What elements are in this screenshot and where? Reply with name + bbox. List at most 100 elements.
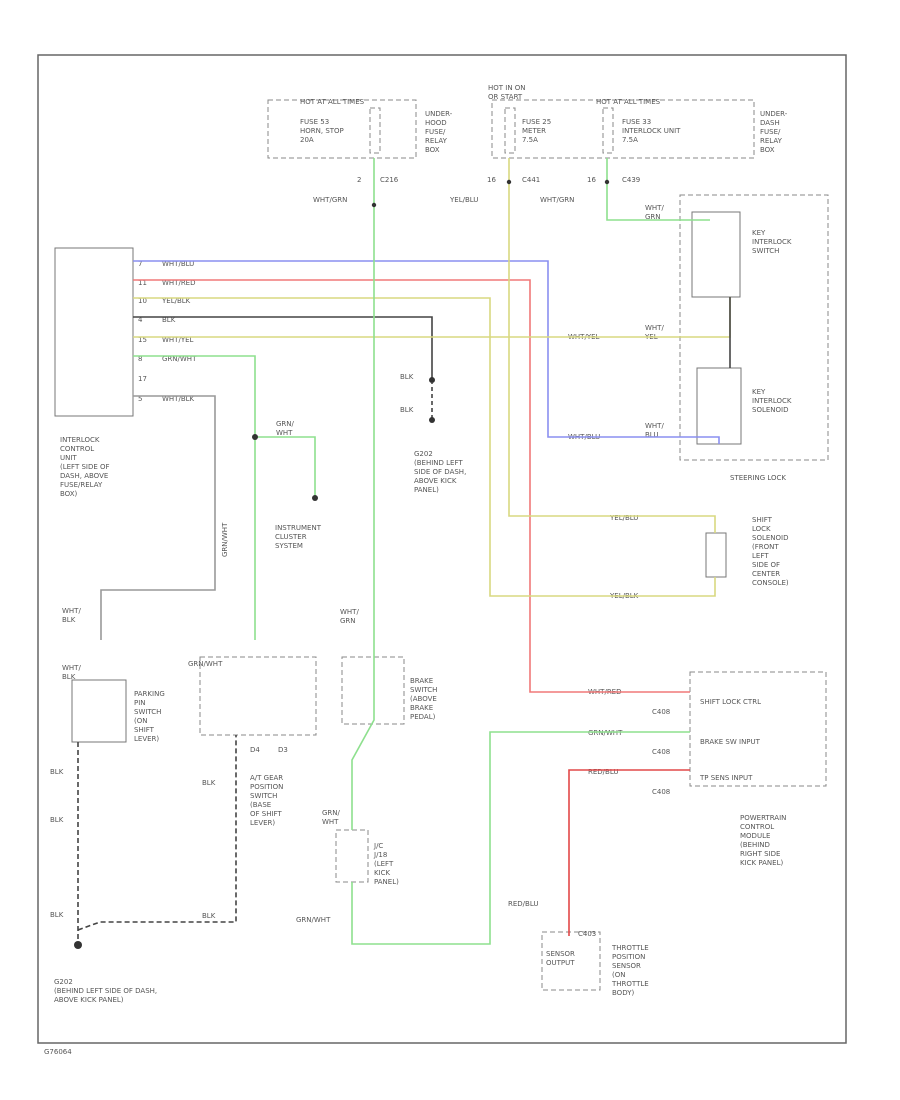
wire-grn-wht-pcm xyxy=(351,731,690,945)
pcm-c-b-label: C408 xyxy=(652,748,670,756)
pcm-brake-label: BRAKE SW INPUT xyxy=(700,738,761,746)
diagram-border xyxy=(37,54,847,1044)
grn-wht-jb-label: GRN/WHT xyxy=(322,809,341,826)
underdash-fuse-box xyxy=(491,99,755,159)
wht-yel-key-2-label: WHT/YEL xyxy=(644,324,664,341)
blk-gear-label: BLK xyxy=(202,779,216,787)
c439-label: C439 xyxy=(622,176,640,184)
gear-position-switch xyxy=(199,656,317,736)
terminal-0 xyxy=(371,202,377,208)
terminal-4 xyxy=(604,179,610,185)
wire-red-blu-pcm xyxy=(568,769,690,936)
yel-blu-shift-label: YEL/BLU xyxy=(609,514,638,522)
blk-g202a-label: BLK xyxy=(400,373,414,381)
red-blu-pcm-label: RED/BLU xyxy=(588,768,619,776)
tp-c-label: C403 xyxy=(578,930,596,938)
wire-grn-wht-cluster xyxy=(255,436,316,498)
interlock-control-unit xyxy=(54,247,134,417)
hot-always-2-label: HOT AT ALL TIMES xyxy=(596,98,661,106)
blk-left-3-label: BLK xyxy=(50,911,64,919)
icu-wire-6: GRN/WHT xyxy=(162,355,197,363)
grn-wht-bottom-label: GRN/WHT xyxy=(296,916,331,924)
icu-wire-3: YEL/BLK xyxy=(161,297,191,305)
wire-yel-blu-top xyxy=(508,158,716,533)
wires xyxy=(74,158,731,949)
blk-left-1-label: BLK xyxy=(50,768,64,776)
icu-pin-8: 5 xyxy=(138,395,142,403)
g202-lower xyxy=(74,941,82,949)
wire-wht-blk xyxy=(100,395,216,640)
icu-wire-1: WHT/BLU xyxy=(162,260,194,268)
joint-connector xyxy=(335,829,369,883)
icu-wire-4: BLK xyxy=(162,316,176,324)
wire-yel-blk xyxy=(133,297,716,597)
red-blu-tp-label: RED/BLU xyxy=(508,900,539,908)
icu-pin-6: 8 xyxy=(138,355,142,363)
grn-wht-cluster-label: GRN/WHT xyxy=(276,420,295,437)
terminal-3 xyxy=(506,179,512,185)
wire-grn-wht xyxy=(133,355,256,640)
wht-blk-park-2-label: WHT/BLK xyxy=(62,664,81,681)
terminal-1 xyxy=(429,377,435,383)
icu-pin-2: 11 xyxy=(138,279,147,287)
gear-d3-label: D3 xyxy=(278,746,288,754)
fuse-meter xyxy=(504,107,516,154)
hot-always-label: HOT AT ALL TIMES xyxy=(300,98,365,106)
wht-grn-brake-label: WHT/GRN xyxy=(340,608,359,625)
gear-d4-label: D4 xyxy=(250,746,260,754)
wht-blk-park-label: WHT/BLK xyxy=(62,607,81,624)
g202b-name-label: G202(BEHIND LEFT SIDE OF DASH,ABOVE KICK… xyxy=(54,978,157,1004)
icu-pin-1: 7 xyxy=(138,260,142,268)
pcm-c-c-label: C408 xyxy=(652,788,670,796)
key-interlock-switch xyxy=(691,211,741,298)
wire-wht-blu xyxy=(133,260,690,438)
wht-blu-key-2-label: WHT/BLU xyxy=(645,422,664,439)
blk-g202b-label: BLK xyxy=(400,406,414,414)
pcm-shift-label: SHIFT LOCK CTRL xyxy=(700,698,761,706)
key-interlock-solenoid xyxy=(696,367,742,445)
c441-label: C441 xyxy=(522,176,540,184)
wht-grn-right-label: WHT/GRN xyxy=(540,196,574,204)
wire-blk xyxy=(133,316,433,380)
pcm-tp-label: TP SENS INPUT xyxy=(699,774,753,782)
wire-wht-red xyxy=(133,279,690,693)
brake-switch xyxy=(341,656,405,725)
shift-lock-solenoid xyxy=(705,532,727,578)
blk-bottom-label: BLK xyxy=(202,912,216,920)
grn-wht-pcm-label: GRN/WHT xyxy=(588,729,623,737)
steering-lock-box xyxy=(679,194,829,461)
icu-wire-8: WHT/BLK xyxy=(162,395,195,403)
underhood-fuse-box xyxy=(267,99,417,159)
tp-sensor-box xyxy=(541,931,601,991)
c216-label: C216 xyxy=(380,176,399,184)
yel-blu-top-label: YEL/BLU xyxy=(449,196,478,204)
terminal-2 xyxy=(429,417,435,423)
wire-key-solenoid xyxy=(690,436,720,444)
wire-wht-grn-top xyxy=(351,158,375,830)
pcm-box xyxy=(689,671,827,787)
icu-pin-5: 15 xyxy=(138,336,147,344)
wht-grn-key-label: WHT/GRN xyxy=(645,204,664,221)
pcm-c-a-label: C408 xyxy=(652,708,670,716)
pin-16a-label: 16 xyxy=(487,176,496,184)
cluster-junction xyxy=(252,434,258,440)
parking-pin-switch xyxy=(71,679,127,743)
